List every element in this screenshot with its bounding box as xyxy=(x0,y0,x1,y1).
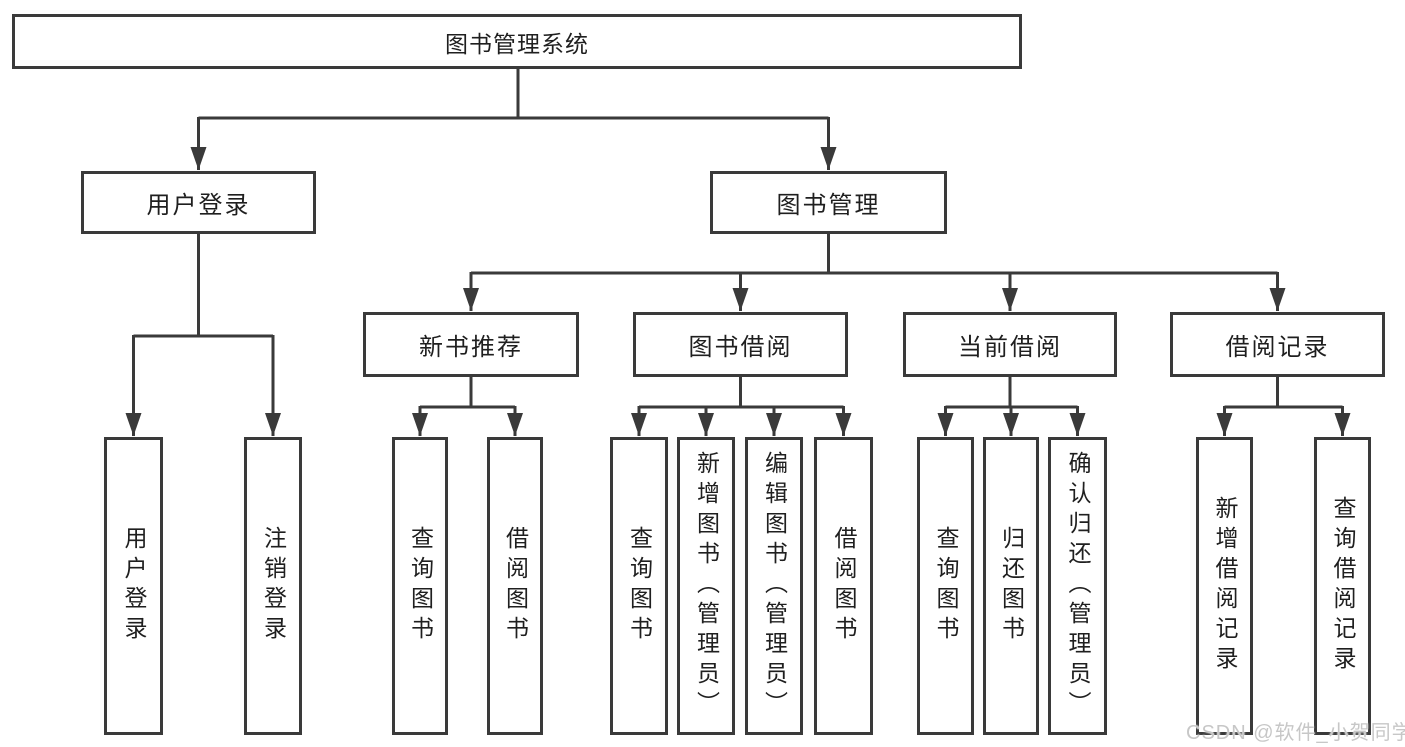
leaf-return-book: 归还图书 xyxy=(983,437,1039,735)
leaf-user-login: 用户登录 xyxy=(104,437,163,735)
leaf-borrow-books-recommend-label: 借阅图书 xyxy=(502,526,529,646)
leaf-add-book-admin-label: 新增图书（管理员） xyxy=(693,451,720,721)
node-root-system: 图书管理系统 xyxy=(12,14,1022,69)
leaf-borrow-books-recommend: 借阅图书 xyxy=(487,437,543,735)
node-new-book-recommend-label: 新书推荐 xyxy=(419,334,523,361)
leaf-query-borrow-record: 查询借阅记录 xyxy=(1314,437,1371,735)
leaf-confirm-return-admin-label: 确认归还（管理员） xyxy=(1065,451,1091,721)
leaf-query-books-recommend-label: 查询图书 xyxy=(407,526,434,646)
leaf-edit-book-admin-label: 编辑图书（管理员） xyxy=(761,451,788,721)
leaf-logout-label: 注销登录 xyxy=(260,526,287,646)
node-current-borrowing: 当前借阅 xyxy=(903,312,1117,377)
leaf-borrow-books-borrowing: 借阅图书 xyxy=(814,437,873,735)
node-borrowing-records: 借阅记录 xyxy=(1170,312,1385,377)
leaf-query-books-current: 查询图书 xyxy=(917,437,974,735)
leaf-return-book-label: 归还图书 xyxy=(998,526,1025,646)
leaf-borrow-books-borrowing-label: 借阅图书 xyxy=(831,526,857,646)
leaf-query-books-borrowing: 查询图书 xyxy=(610,437,668,735)
node-book-borrowing-label: 图书借阅 xyxy=(688,334,793,361)
leaf-edit-book-admin: 编辑图书（管理员） xyxy=(745,437,803,735)
leaf-query-books-recommend: 查询图书 xyxy=(392,437,448,735)
leaf-user-login-label: 用户登录 xyxy=(121,526,147,646)
leaf-query-books-current-label: 查询图书 xyxy=(933,526,959,646)
leaf-add-borrow-record-label: 新增借阅记录 xyxy=(1212,496,1238,676)
node-user-login: 用户登录 xyxy=(81,171,316,234)
node-book-borrowing: 图书借阅 xyxy=(633,312,848,377)
node-book-management-label: 图书管理 xyxy=(776,192,881,219)
node-root-label: 图书管理系统 xyxy=(445,30,589,57)
csdn-watermark: CSDN @软件_小贺同学 xyxy=(1186,722,1405,744)
leaf-add-book-admin: 新增图书（管理员） xyxy=(677,437,735,735)
node-book-management: 图书管理 xyxy=(710,171,947,234)
leaf-query-borrow-record-label: 查询借阅记录 xyxy=(1330,496,1356,676)
node-new-book-recommend: 新书推荐 xyxy=(363,312,579,377)
leaf-confirm-return-admin: 确认归还（管理员） xyxy=(1048,437,1107,735)
node-user-login-label: 用户登录 xyxy=(146,192,251,219)
node-current-borrowing-label: 当前借阅 xyxy=(958,334,1062,361)
leaf-query-books-borrowing-label: 查询图书 xyxy=(626,526,653,646)
leaf-add-borrow-record: 新增借阅记录 xyxy=(1196,437,1253,735)
node-borrowing-records-label: 借阅记录 xyxy=(1225,334,1330,361)
leaf-logout: 注销登录 xyxy=(244,437,302,735)
